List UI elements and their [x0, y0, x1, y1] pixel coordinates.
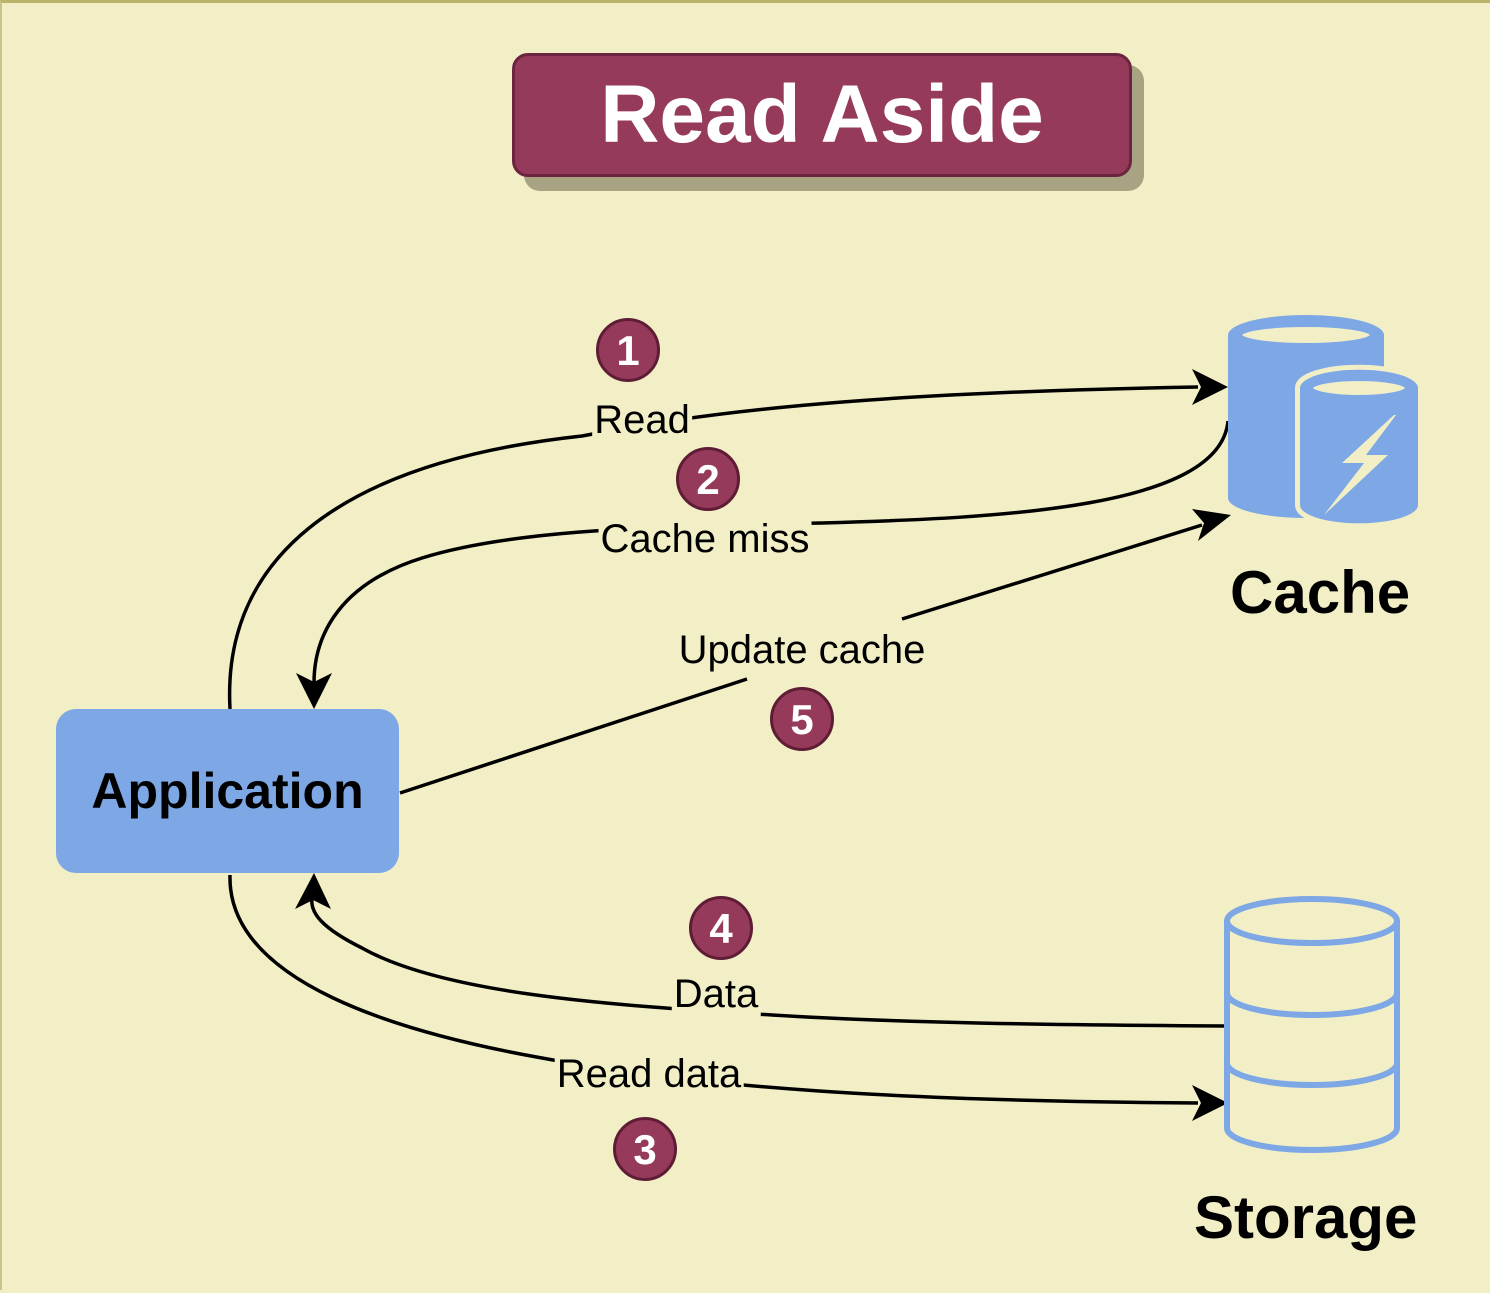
- arrowhead-read: [1192, 369, 1228, 405]
- arrow-data: [310, 897, 1225, 1028]
- edge-label-read: Read: [592, 398, 692, 442]
- step-badge-3: 3: [613, 1117, 677, 1181]
- arrowhead-cache-miss: [296, 673, 332, 709]
- arrowhead-data: [295, 873, 331, 909]
- edge-label-read-data: Read data: [554, 1052, 744, 1096]
- database-cylinder-icon: [1224, 896, 1400, 1153]
- arrowhead-update-cache: [1192, 509, 1231, 541]
- storage-label: Storage: [1194, 1184, 1418, 1251]
- arrows-layer: [227, 315, 1423, 1153]
- edge-label-update-cache: Update cache: [678, 628, 926, 672]
- diagram-title: Read Aside: [512, 53, 1132, 177]
- edge-label-data: Data: [671, 972, 761, 1016]
- arrow-read: [227, 385, 1199, 710]
- step-badge-1: 1: [596, 318, 660, 382]
- database-lightning-icon: [1228, 315, 1423, 529]
- step-badge-5: 5: [770, 687, 834, 751]
- step-badge-2: 2: [676, 447, 740, 511]
- application-node: Application: [56, 709, 399, 873]
- cache-label: Cache: [1230, 559, 1411, 626]
- step-badge-4: 4: [689, 896, 753, 960]
- arrow-update-cache: [399, 523, 1203, 795]
- edge-label-cache-miss: Cache miss: [598, 517, 812, 561]
- arrowhead-read-data: [1192, 1085, 1228, 1121]
